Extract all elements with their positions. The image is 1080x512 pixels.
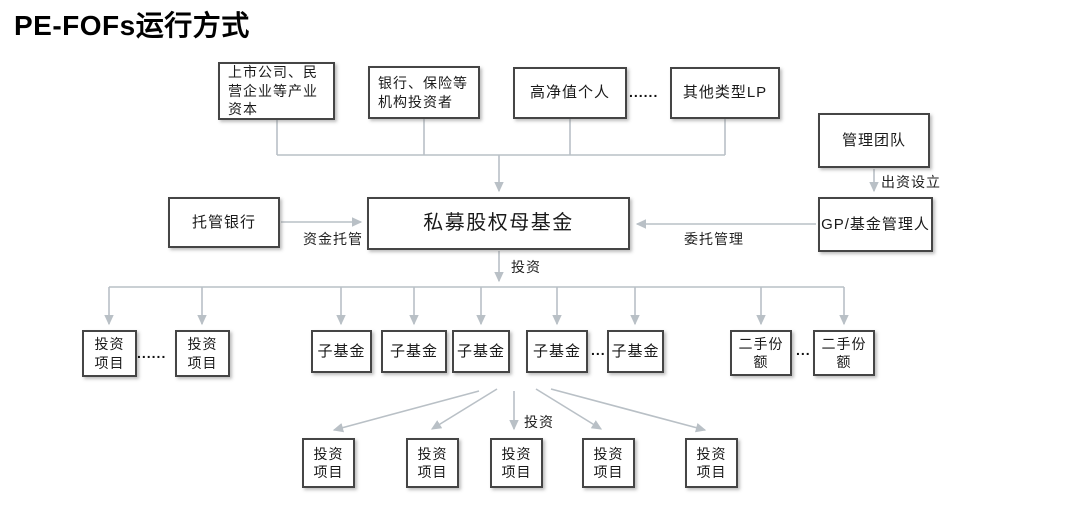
edge-fan-project2: [430, 388, 498, 430]
node-secondary-share-2: 二手份额: [813, 330, 875, 376]
node-mother-fund: 私募股权母基金: [367, 197, 630, 250]
edge-fan-project4: [535, 388, 603, 430]
ellipsis-lp-row: ......: [629, 84, 659, 100]
node-other-lp: 其他类型LP: [670, 67, 780, 119]
node-sub-fund-5: 子基金: [607, 330, 664, 373]
edge-fan-project1: [332, 390, 480, 433]
node-hnw-individuals: 高净值个人: [513, 67, 627, 119]
node-bottom-project-3: 投资项目: [490, 438, 543, 488]
edge-label-establish: 出资设立: [881, 174, 941, 190]
node-invest-project-left-1: 投资项目: [82, 330, 137, 377]
edge-label-invest-lower: 投资: [524, 414, 554, 430]
page-title: PE-FOFs运行方式: [14, 10, 250, 41]
node-listed-companies: 上市公司、民营企业等产业资本: [218, 62, 335, 120]
node-management-team: 管理团队: [818, 113, 930, 168]
node-invest-project-left-2: 投资项目: [175, 330, 230, 377]
edge-fan-project5: [550, 388, 707, 433]
node-sub-fund-3: 子基金: [452, 330, 510, 373]
edge-label-fund-custody: 资金托管: [303, 231, 363, 247]
node-sub-fund-4: 子基金: [526, 330, 588, 373]
node-bottom-project-5: 投资项目: [685, 438, 738, 488]
node-bottom-project-1: 投资项目: [302, 438, 355, 488]
edge-label-invest-upper: 投资: [511, 259, 541, 275]
ellipsis-invest-projects: ......: [137, 345, 167, 361]
node-custodian-bank: 托管银行: [168, 197, 280, 248]
ellipsis-secondary-shares: ...: [796, 342, 811, 358]
ellipsis-sub-funds: ...: [591, 342, 606, 358]
node-secondary-share-1: 二手份额: [730, 330, 792, 376]
node-sub-fund-2: 子基金: [381, 330, 447, 373]
node-gp-fund-manager: GP/基金管理人: [818, 197, 933, 252]
node-institutional-investors: 银行、保险等机构投资者: [368, 66, 480, 119]
node-bottom-project-4: 投资项目: [582, 438, 635, 488]
node-sub-fund-1: 子基金: [311, 330, 372, 373]
edge-label-entrusted-management: 委托管理: [684, 231, 744, 247]
node-bottom-project-2: 投资项目: [406, 438, 459, 488]
